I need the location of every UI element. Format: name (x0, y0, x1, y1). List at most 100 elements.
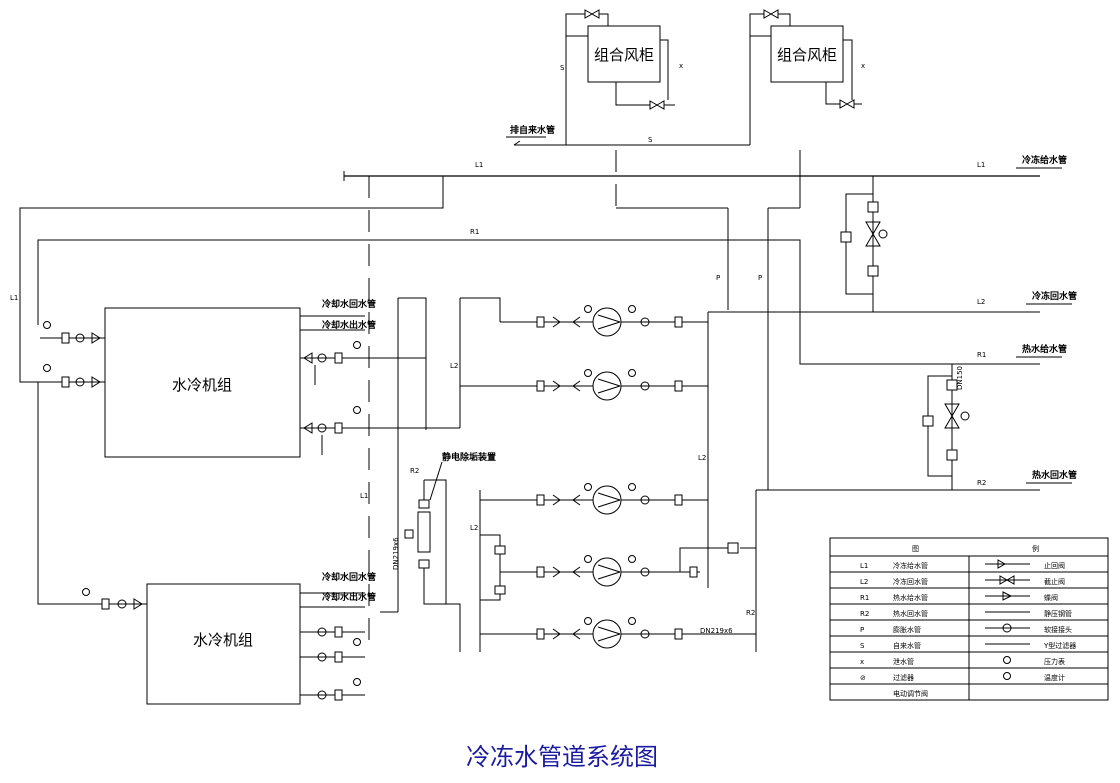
chiller-2-connections: 冷却水回水管 冷却水出水管 (37, 382, 398, 701)
chiller-unit-2: 水冷机组 (146, 583, 301, 705)
legend-row: x 泄水管 压力表 (830, 657, 1108, 669)
legend-name: 膨胀水管 (893, 625, 921, 634)
pump-row-2 (460, 369, 708, 401)
legend-name-2: 静压钢管 (1044, 609, 1072, 618)
chiller-unit-1: 水冷机组 (104, 307, 301, 458)
diagram-title: 冷冻水管道系统图 (466, 743, 658, 771)
recycle-label: 排自来水管 (510, 124, 555, 136)
tag-r1-right: R1 (977, 351, 986, 359)
tag-dn2: DN219x6 (392, 537, 400, 570)
legend-row: P 膨胀水管 软接接头 (830, 625, 1108, 637)
supply-header-l1: L1 L1 冷冻给水管 (343, 154, 1067, 181)
legend-row: L2 冷冻回水管 截止阀 (830, 577, 1108, 589)
tag-l1-center: L1 (360, 492, 368, 500)
ch1-supply-label: 冷却水出水管 (322, 319, 376, 331)
tag-x1: x (679, 62, 683, 70)
legend-symbol: R2 (860, 610, 869, 618)
ahu-valves (584, 9, 855, 110)
ahu-return-dashed: P P (615, 150, 801, 490)
legend-name: 冷冻回水管 (893, 577, 928, 586)
pump-row-3 (480, 483, 708, 515)
tag-r2-bottom: R2 (746, 609, 755, 617)
tag-s1: S (560, 64, 565, 72)
legend-row: R2 热水回水管 静压钢管 (830, 609, 1108, 621)
tag-l1-top-left: L1 (475, 161, 483, 169)
legend-name: 冷冻给水管 (893, 561, 928, 570)
legend-symbol: L1 (860, 562, 868, 570)
legend-name-2: 止回阀 (1044, 561, 1065, 570)
legend-symbol: L2 (860, 578, 868, 586)
tag-r2-right: R2 (977, 479, 986, 487)
legend-name: 自来水管 (893, 641, 921, 650)
tag-r2-left: R2 (410, 467, 419, 475)
chiller-pipes-vertical: L2 L1 R2 (360, 176, 501, 640)
tag-l2-branch: L2 (470, 524, 478, 532)
tag-l1-left: L1 (10, 294, 18, 302)
ahu-unit-1: 组合风柜 (565, 13, 675, 145)
legend-name: 电动调节阀 (893, 689, 928, 698)
legend-row: ⊘ 过滤器 温度计 (830, 673, 1108, 685)
legend-name: 热水给水管 (893, 593, 928, 602)
tag-r1-mid: R1 (470, 228, 479, 236)
legend-symbols-right (985, 559, 1030, 680)
legend-symbol: ⊘ (860, 674, 866, 682)
l1-left-loop: L1 (10, 176, 444, 383)
tag-p2: P (758, 274, 762, 282)
legend-name-2: Y型过滤器 (1043, 641, 1076, 650)
makeup-water-line: 排自来水管 S S x x (506, 62, 865, 146)
legend-row: L1 冷冻给水管 止回阀 (830, 561, 1108, 573)
legend-name: 泄水管 (893, 657, 914, 666)
tag-l1-top-right: L1 (977, 161, 985, 169)
cool-return-label: 热水回水管 (1032, 469, 1077, 481)
legend-name-2: 软接接头 (1044, 625, 1072, 634)
legend-symbol: S (860, 642, 865, 650)
pump-row-1 (500, 305, 708, 337)
legend-name-2: 温度计 (1044, 673, 1065, 682)
legend-symbol: x (860, 658, 864, 666)
supply-top-label: 冷冻给水管 (1022, 154, 1067, 166)
chiller-1-right-connections: 冷却水回水管 冷却水出水管 (300, 298, 460, 455)
legend-header-left: 图 (912, 545, 919, 553)
legend-symbol: R1 (860, 594, 869, 602)
r2-header: R2 热水回水管 R2 (708, 469, 1077, 652)
legend-row: R1 热水给水管 蝶阀 (830, 593, 1108, 605)
tag-l2-mid: L2 (450, 362, 458, 370)
chemical-dosing: 静电除垢装置 DN219x6 (392, 451, 496, 652)
legend-name: 热水回水管 (893, 609, 928, 618)
legend-name-2: 压力表 (1044, 657, 1065, 666)
legend: 图 例 L1 冷冻给水管 止回阀 L2 冷冻回水管 截止阀 R1 热水给水管 蝶… (829, 537, 1109, 701)
ch2-return-label: 冷却水回水管 (322, 571, 376, 583)
l2-header: L2 冷冻回水管 L2 (698, 290, 1077, 588)
control-valve-assembly-2: DN150 (922, 364, 970, 490)
return-mid-label: 冷冻回水管 (1032, 290, 1077, 302)
r1-header: R1 R1 热水给水管 (37, 228, 1067, 365)
legend-header-right: 例 (1032, 544, 1039, 553)
tag-x2: x (861, 62, 865, 70)
tag-l2-right: L2 (977, 298, 985, 306)
ahu-unit-2: 组合风柜 (749, 13, 862, 145)
legend-name: 过滤器 (893, 673, 914, 682)
tag-s2: S (648, 136, 653, 144)
legend-row: S 自来水管 Y型过滤器 (830, 641, 1108, 653)
tag-p1: P (716, 274, 720, 282)
pump-row-5 (480, 617, 700, 649)
control-valve-assembly-1 (840, 176, 888, 312)
ch2-supply-label: 冷却水出水管 (322, 591, 376, 603)
chemical-label: 静电除垢装置 (442, 451, 496, 463)
ahu-1-label: 组合风柜 (594, 46, 654, 64)
chiller-1-left-connections (40, 321, 105, 388)
chiller-2-label: 水冷机组 (193, 631, 253, 649)
ahu-2-label: 组合风柜 (777, 46, 837, 64)
legend-name-2: 截止阀 (1044, 577, 1065, 586)
ch1-return-label: 冷却水回水管 (322, 298, 376, 310)
tag-dn150: DN150 (956, 366, 964, 390)
legend-row: 电动调节阀 (893, 689, 928, 698)
tag-dn3: DN219x6 (700, 627, 733, 635)
pump-row-4 (500, 547, 708, 587)
legend-name-2: 蝶阀 (1044, 593, 1058, 602)
tag-l2-pump: L2 (698, 454, 706, 462)
legend-symbol: P (860, 626, 864, 634)
cool-supply-label: 热水给水管 (1022, 343, 1067, 355)
chiller-1-label: 水冷机组 (172, 376, 232, 394)
